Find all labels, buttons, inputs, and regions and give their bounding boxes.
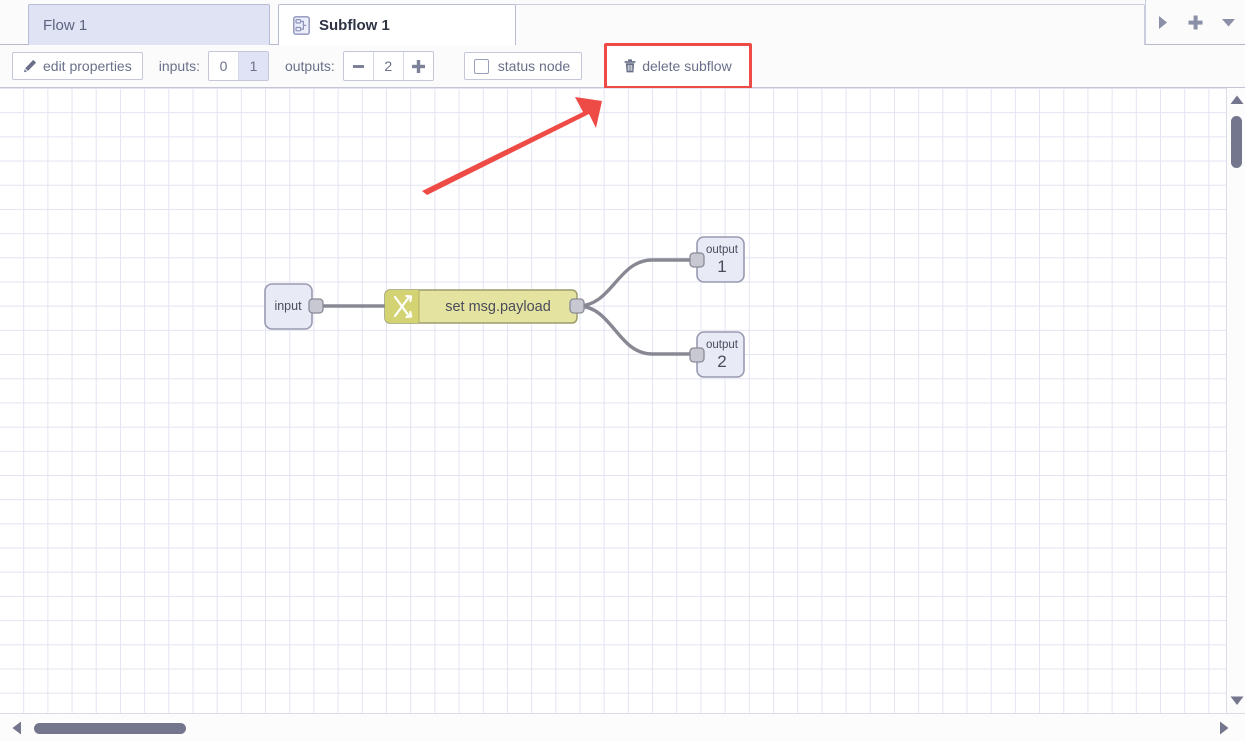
- node-output-2-label-index: 2: [717, 352, 726, 371]
- output-1-node-port[interactable]: [689, 252, 705, 268]
- vertical-scrollbar-thumb[interactable]: [1231, 116, 1242, 168]
- scroll-up-arrow-icon[interactable]: [1228, 91, 1245, 109]
- node-output-2-label-top: output: [706, 339, 739, 351]
- change-node-output-port[interactable]: [569, 298, 585, 314]
- tab-bar-filler: [515, 4, 1145, 45]
- subflow-canvas[interactable]: input set msg.payload output 1: [0, 88, 1226, 713]
- node-subflow-output-1[interactable]: output 1: [689, 236, 745, 283]
- outputs-label: outputs:: [284, 58, 335, 74]
- edit-properties-label: edit properties: [43, 58, 132, 74]
- annotation-arrow-icon: [422, 97, 602, 195]
- shuffle-arrows-icon: [393, 294, 413, 319]
- node-output-1-label-index: 1: [717, 257, 726, 276]
- wire-change-to-output-2[interactable]: [576, 304, 700, 356]
- tab-bar-controls: [1145, 0, 1245, 44]
- delete-subflow-button[interactable]: delete subflow: [613, 52, 743, 80]
- outputs-decrement-button[interactable]: [344, 52, 374, 80]
- subflow-icon: [293, 15, 310, 35]
- node-subflow-input[interactable]: input: [264, 283, 324, 330]
- next-tab-arrow-icon[interactable]: [1152, 11, 1174, 33]
- outputs-value: 2: [374, 52, 404, 80]
- tab-flow-1[interactable]: Flow 1: [28, 4, 270, 45]
- scroll-right-arrow-icon[interactable]: [1215, 719, 1233, 737]
- horizontal-scrollbar-thumb[interactable]: [34, 723, 186, 734]
- status-node-label: status node: [497, 58, 571, 74]
- node-input-label: input: [274, 299, 302, 313]
- tab-flow-1-label: Flow 1: [43, 16, 88, 34]
- delete-subflow-label: delete subflow: [642, 58, 732, 74]
- inputs-toggle-group[interactable]: 0 1: [207, 51, 269, 81]
- status-node-checkbox[interactable]: status node: [463, 52, 583, 80]
- outputs-stepper[interactable]: 2: [342, 51, 434, 81]
- tab-subflow-1-label: Subflow 1: [319, 16, 390, 34]
- tab-bar: Flow 1 Subflow 1: [0, 0, 1245, 45]
- scroll-down-arrow-icon[interactable]: [1228, 692, 1245, 710]
- outputs-increment-button[interactable]: [404, 52, 433, 80]
- node-change-label: set msg.payload: [445, 299, 551, 315]
- horizontal-scrollbar[interactable]: [0, 713, 1245, 741]
- subflow-toolbar: edit properties inputs: 0 1 outputs: 2 s…: [0, 43, 1245, 89]
- trash-icon: [624, 59, 636, 73]
- tab-subflow-1[interactable]: Subflow 1: [278, 4, 516, 45]
- wire-change-to-output-1[interactable]: [576, 258, 700, 308]
- checkbox-box-icon: [473, 58, 489, 74]
- scroll-left-arrow-icon[interactable]: [8, 719, 26, 737]
- edit-properties-button[interactable]: edit properties: [12, 52, 143, 80]
- vertical-scrollbar[interactable]: [1226, 88, 1245, 713]
- pencil-icon: [23, 59, 37, 73]
- inputs-label: inputs:: [158, 58, 200, 74]
- input-node-port[interactable]: [308, 298, 324, 314]
- node-subflow-output-2[interactable]: output 2: [689, 331, 745, 378]
- add-tab-icon[interactable]: [1185, 11, 1207, 33]
- node-output-1-label-top: output: [706, 244, 739, 256]
- inputs-option-0[interactable]: 0: [209, 52, 239, 80]
- output-2-node-port[interactable]: [689, 347, 705, 363]
- inputs-option-1[interactable]: 1: [238, 52, 268, 80]
- tab-menu-chevron-down-icon[interactable]: [1218, 11, 1240, 33]
- delete-subflow-highlight: delete subflow: [604, 43, 752, 89]
- node-change-set-msg-payload[interactable]: set msg.payload: [384, 289, 585, 324]
